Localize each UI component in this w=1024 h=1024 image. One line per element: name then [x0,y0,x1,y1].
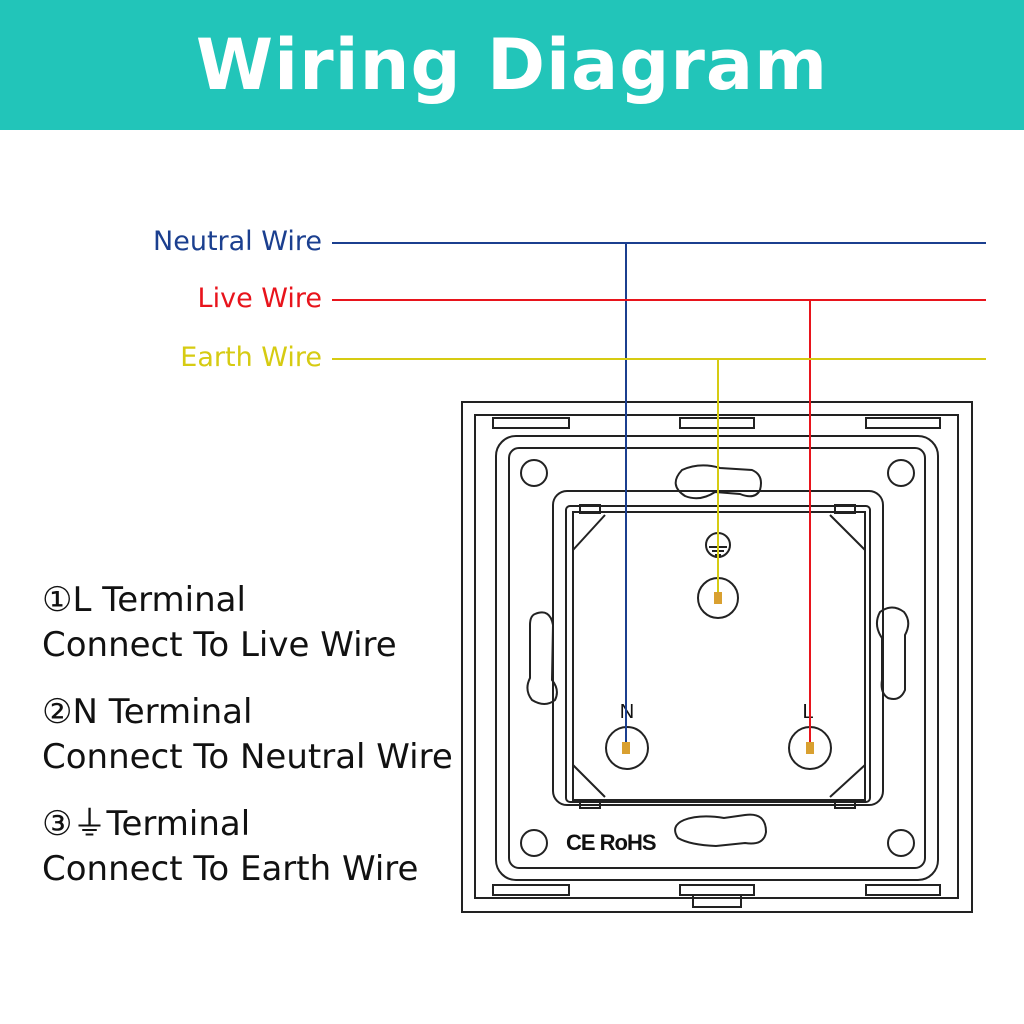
l-label: L [802,701,813,723]
l-terminal-title: ①L Terminal [42,580,246,620]
page-title: Wiring Diagram [195,24,829,106]
earth-terminal-desc: Connect To Earth Wire [42,849,419,889]
screw-hole [520,459,548,487]
header-banner: Wiring Diagram [0,0,1024,130]
n-terminal-desc: Connect To Neutral Wire [42,737,453,777]
live-wire-label: Live Wire [197,283,322,314]
screw-hole [887,459,915,487]
earth-pin [714,592,722,604]
earth-terminal-title: ③⏚Terminal [42,804,251,844]
inner-frame [474,414,959,899]
l-pin [806,742,814,754]
slot-bottom [674,813,768,848]
screw-hole [520,829,548,857]
neutral-wire-label: Neutral Wire [153,226,322,257]
n-terminal-title: ②N Terminal [42,692,253,732]
slot-right [876,606,910,700]
l-terminal-desc: Connect To Live Wire [42,625,397,665]
n-pin [622,742,630,754]
screw-hole [887,829,915,857]
earth-wire-label: Earth Wire [180,342,322,373]
ce-rohs-mark: CE RoHS [566,830,656,855]
